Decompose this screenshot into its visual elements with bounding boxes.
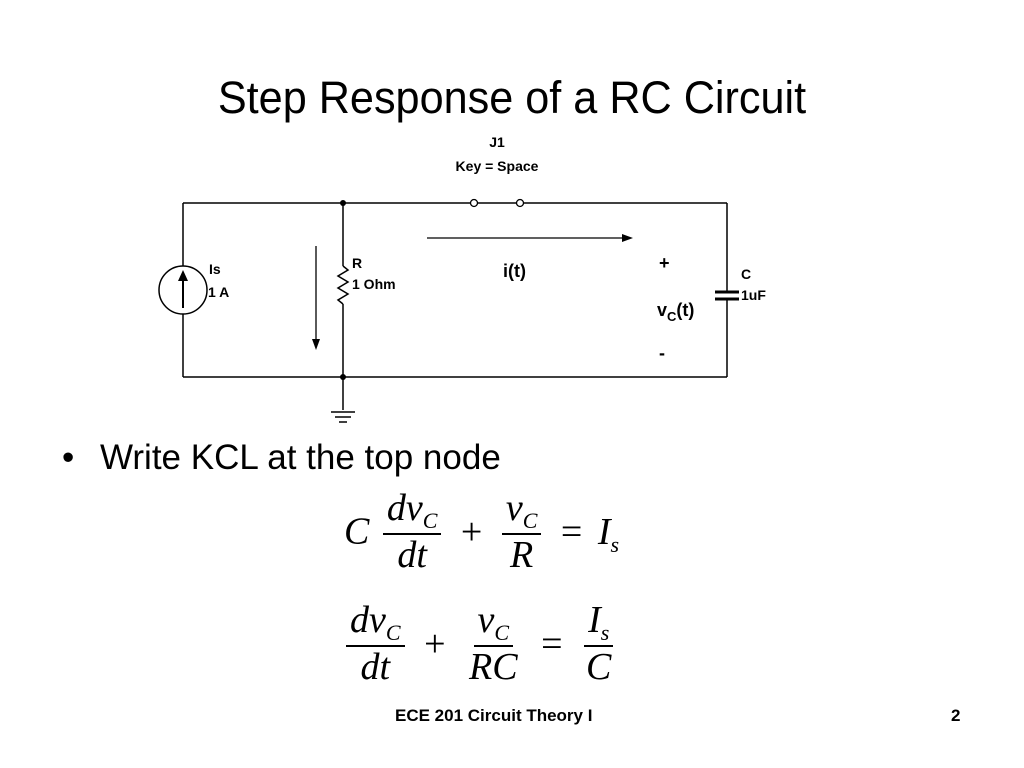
eq2-frac3: Is C bbox=[584, 599, 614, 688]
current-label: i(t) bbox=[503, 261, 526, 281]
eq2-frac1: dvC dt bbox=[346, 600, 405, 687]
switch-name: J1 bbox=[489, 134, 505, 150]
switch-terminal-right bbox=[515, 198, 525, 208]
capacitor-value: 1uF bbox=[741, 287, 766, 303]
voltage-plus: + bbox=[659, 253, 670, 273]
resistor-symbol bbox=[336, 265, 350, 305]
bottom-node-dot bbox=[340, 374, 346, 380]
ground-icon bbox=[331, 411, 355, 423]
source-value: 1 A bbox=[208, 284, 229, 300]
eq1-frac2: vC R bbox=[501, 488, 542, 575]
eq2-frac2: vC RC bbox=[469, 599, 518, 688]
eq1-equals: = bbox=[560, 510, 583, 553]
slide-title: Step Response of a RC Circuit bbox=[217, 72, 807, 123]
capacitor-name: C bbox=[741, 266, 751, 282]
eq1-lead: C bbox=[344, 510, 370, 553]
eq1-frac1: dvC dt bbox=[382, 488, 442, 575]
switch-terminal-left bbox=[469, 198, 479, 208]
page-number: 2 bbox=[951, 706, 961, 725]
eq1-rhs: Is bbox=[597, 510, 620, 557]
equation-normalized: dvC dt + vC RC = Is C bbox=[342, 600, 619, 687]
eq1-plus: + bbox=[460, 510, 483, 553]
source-arrow-head bbox=[178, 270, 188, 281]
rc-circuit-diagram: J1 Key = Space Is 1 A R 1 Ohm C 1uF i(t)… bbox=[158, 134, 766, 423]
source-name: Is bbox=[209, 261, 221, 277]
bullet-item: • Write KCL at the top node bbox=[62, 436, 501, 480]
voltage-minus: - bbox=[659, 343, 665, 363]
capacitor-current-arrow-head bbox=[622, 234, 633, 242]
footer-course-title: ECE 201 Circuit Theory I bbox=[395, 706, 593, 725]
voltage-label: vC(t) bbox=[657, 300, 694, 324]
equation-kcl: C dvC dt + vC R = Is bbox=[344, 488, 619, 575]
bullet-marker: • bbox=[62, 438, 75, 477]
resistor-current-arrow-head bbox=[312, 339, 320, 350]
bullet-text: Write KCL at the top node bbox=[100, 438, 501, 477]
top-node-dot bbox=[340, 200, 346, 206]
eq2-plus: + bbox=[424, 622, 446, 665]
resistor-value: 1 Ohm bbox=[352, 276, 396, 292]
eq2-equals: = bbox=[541, 622, 563, 665]
resistor-name: R bbox=[352, 255, 362, 271]
switch-key-label: Key = Space bbox=[456, 158, 539, 174]
